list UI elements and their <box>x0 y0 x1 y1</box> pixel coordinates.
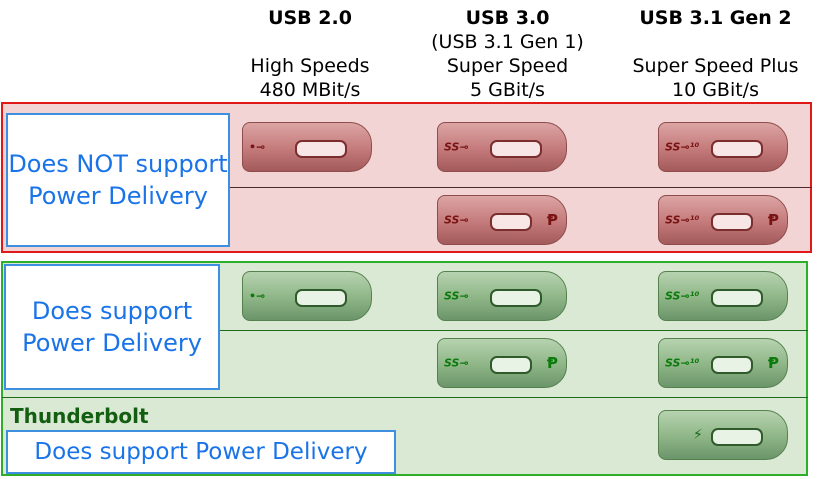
thunderbolt-plug: ⚡ <box>658 410 788 460</box>
power-delivery-icon: Ᵽ <box>768 354 779 372</box>
usb-superspeed-plus-icon: SS⊸¹⁰ <box>665 356 700 370</box>
column-speed-value: 480 MBit/s <box>259 79 361 101</box>
usb-trident-icon: •⊸ <box>249 289 266 303</box>
usb-c-port <box>711 213 753 231</box>
usb-c-port <box>295 289 347 307</box>
usb2-plug-no-pd: •⊸ <box>242 122 372 172</box>
usb-trident-icon: •⊸ <box>249 140 266 154</box>
thunderbolt-title: Thunderbolt <box>10 404 149 428</box>
usb31-plug-pd-red: SS⊸¹⁰ Ᵽ <box>658 195 788 245</box>
thunderbolt-pd-label: Does support Power Delivery <box>6 430 396 474</box>
usb-superspeed-plus-icon: SS⊸¹⁰ <box>665 289 700 303</box>
thunderbolt-bolt-icon: ⚡ <box>693 427 703 443</box>
usb31-plug-pd: SS⊸¹⁰ <box>658 271 788 321</box>
column-header-usb2: USB 2.0 High Speeds 480 MBit/s <box>225 6 395 102</box>
column-title: USB 3.1 Gen 2 <box>639 7 792 29</box>
column-header-usb3: USB 3.0 (USB 3.1 Gen 1) Super Speed 5 GB… <box>410 6 605 102</box>
power-delivery-icon: Ᵽ <box>768 211 779 229</box>
usb31-plug-no-pd: SS⊸¹⁰ <box>658 122 788 172</box>
usb-c-port <box>295 140 347 158</box>
usb-c-port <box>711 428 763 446</box>
power-delivery-text: Does support Power Delivery <box>22 297 202 357</box>
usb-superspeed-plus-icon: SS⊸¹⁰ <box>665 213 700 227</box>
usb3-plug-no-pd: SS⊸ <box>437 122 567 172</box>
thunderbolt-pd-text: Does support Power Delivery <box>34 439 368 465</box>
usb3-plug-pd-red: SS⊸ Ᵽ <box>437 195 567 245</box>
column-speed-name: Super Speed <box>446 55 569 77</box>
power-delivery-label: Does support Power Delivery <box>4 264 220 390</box>
column-speed-value: 10 GBit/s <box>671 79 759 101</box>
usb-c-port <box>490 356 532 374</box>
usb3-plug-pd: SS⊸ <box>437 271 567 321</box>
column-title: USB 2.0 <box>268 7 352 29</box>
usb-c-port <box>490 289 542 307</box>
column-speed-name: High Speeds <box>250 55 370 77</box>
usb-superspeed-icon: SS⊸ <box>444 289 469 303</box>
column-title: USB 3.0 <box>465 7 550 29</box>
column-subtitle <box>225 30 395 54</box>
column-subtitle <box>618 30 813 54</box>
usb3-plug-pd-logo: SS⊸ Ᵽ <box>437 338 567 388</box>
column-subtitle: (USB 3.1 Gen 1) <box>431 31 584 53</box>
usb-c-port <box>711 140 763 158</box>
column-header-usb31: USB 3.1 Gen 2 Super Speed Plus 10 GBit/s <box>618 6 813 102</box>
power-delivery-icon: Ᵽ <box>547 211 558 229</box>
usb2-plug-pd: •⊸ <box>242 271 372 321</box>
power-delivery-icon: Ᵽ <box>547 354 558 372</box>
thunderbolt-divider <box>2 397 808 398</box>
usb-c-port <box>490 213 532 231</box>
usb31-plug-pd-logo: SS⊸¹⁰ Ᵽ <box>658 338 788 388</box>
usb-superspeed-icon: SS⊸ <box>444 356 469 370</box>
usb-superspeed-icon: SS⊸ <box>444 213 469 227</box>
green-row-divider <box>220 330 808 331</box>
usb-superspeed-icon: SS⊸ <box>444 140 469 154</box>
column-speed-name: Super Speed Plus <box>632 55 799 77</box>
usb-superspeed-plus-icon: SS⊸¹⁰ <box>665 140 700 154</box>
no-power-delivery-text: Does NOT support Power Delivery <box>8 150 228 210</box>
usb-c-port <box>490 140 542 158</box>
column-speed-value: 5 GBit/s <box>470 79 545 101</box>
usb-c-port <box>711 289 763 307</box>
usb-c-port <box>711 356 753 374</box>
red-row-divider <box>230 187 812 188</box>
no-power-delivery-label: Does NOT support Power Delivery <box>6 113 230 247</box>
